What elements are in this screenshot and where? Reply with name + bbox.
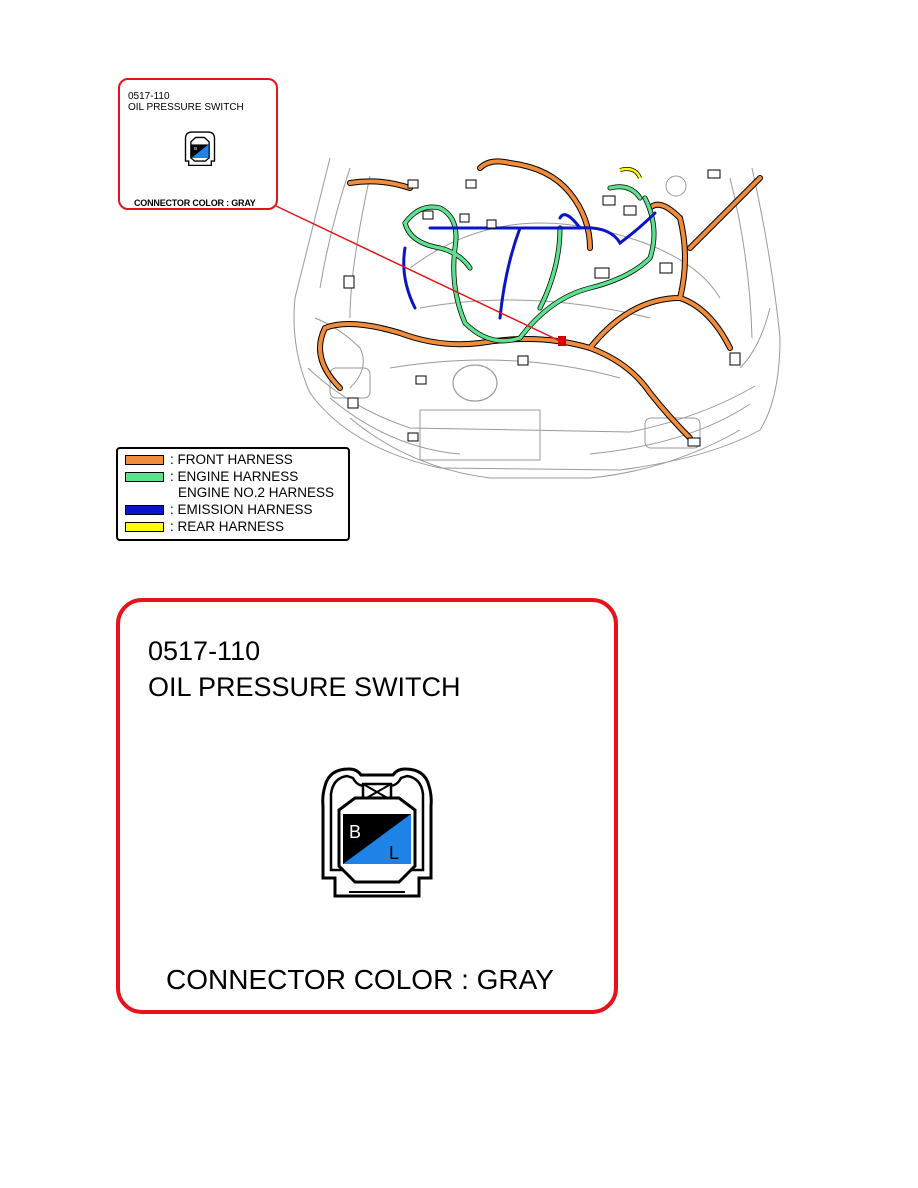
connector-boxes [343, 169, 741, 447]
connector-code-large: 0517-110 [148, 636, 261, 666]
emission-harness [402, 211, 657, 320]
oil-pressure-switch-marker [558, 336, 566, 346]
emblem-outline [452, 364, 498, 402]
legend-swatch-engine [125, 472, 164, 482]
legend-label-rear: : REAR HARNESS [170, 519, 285, 534]
legend-label-front: : FRONT HARNESS [170, 452, 293, 467]
front-harness-outline [317, 158, 763, 441]
legend-swatch-emission [125, 505, 164, 515]
connector-color-label-large: CONNECTOR COLOR : GRAY [166, 964, 554, 995]
connector-title-large: OIL PRESSURE SWITCH [148, 672, 461, 702]
engine-bay-harness-drawing [293, 157, 781, 479]
connector-color-label: CONNECTOR COLOR : GRAY [134, 198, 256, 208]
connector-face-icon: B [184, 131, 216, 167]
legend-swatch-front [125, 455, 164, 465]
connector-callout-large: 0517-110 OIL PRESSURE SWITCH B L CONNECT… [116, 598, 618, 1014]
terminal-b-label: B [194, 146, 197, 152]
legend-label-engine-no2: ENGINE NO.2 HARNESS [178, 485, 335, 500]
connector-face-large-icon: B L [321, 767, 433, 898]
terminal-b-label-large: B [349, 822, 361, 842]
terminal-l-label-large: L [389, 843, 399, 863]
rear-harness [619, 167, 642, 179]
legend-label-emission: : EMISSION HARNESS [170, 502, 313, 517]
connector-callout-small: 0517-110 OIL PRESSURE SWITCH B CONNECTOR… [118, 78, 278, 210]
legend-swatch-rear [125, 522, 164, 532]
legend-label-engine: : ENGINE HARNESS [170, 469, 299, 484]
harness-legend: : FRONT HARNESS : ENGINE HARNESS ENGINE … [116, 447, 350, 541]
connector-code: 0517-110 [128, 91, 170, 102]
front-harness [318, 159, 762, 440]
license-plate-outline [419, 409, 541, 461]
reservoir-cap-outline [665, 175, 687, 197]
connector-title: OIL PRESSURE SWITCH [128, 102, 244, 113]
